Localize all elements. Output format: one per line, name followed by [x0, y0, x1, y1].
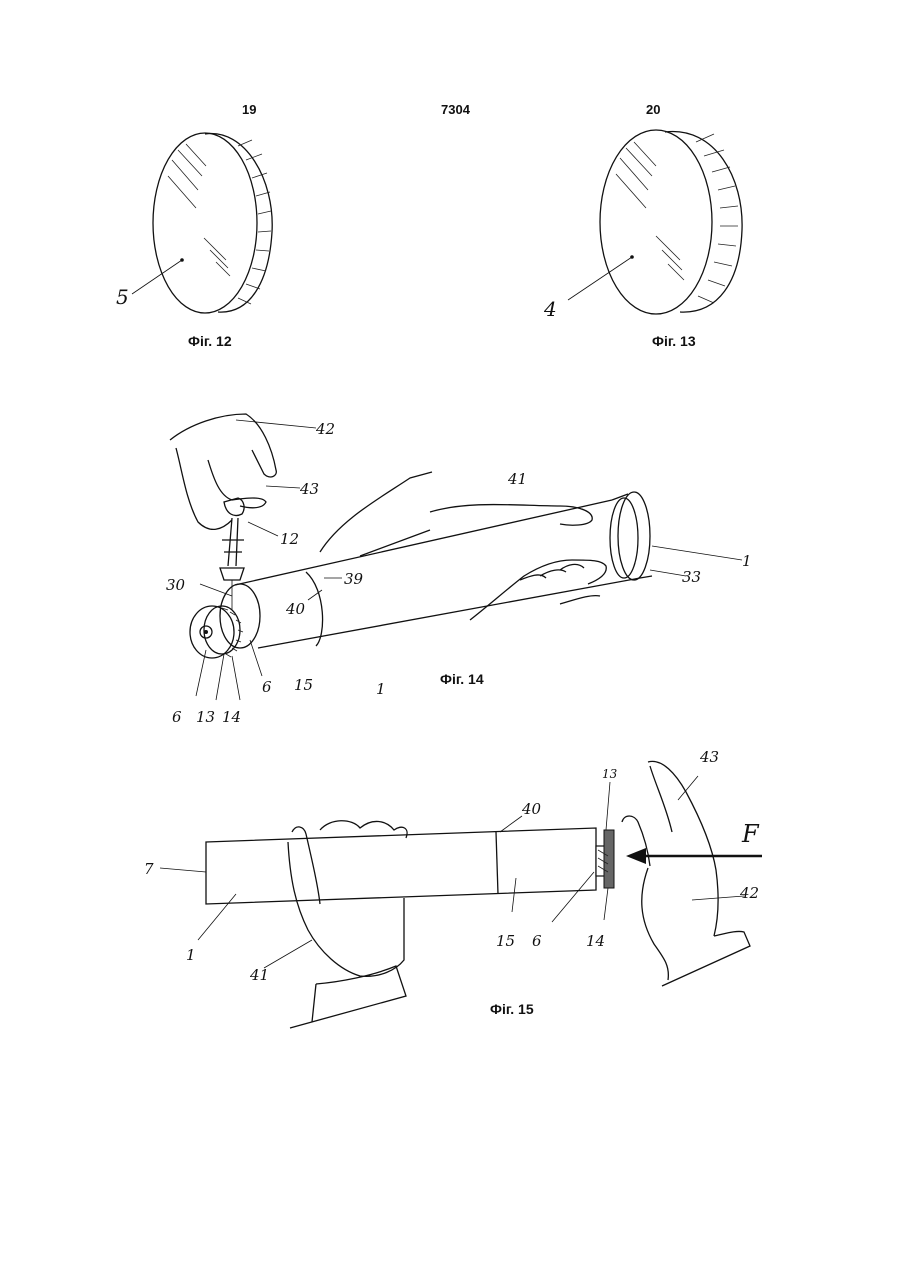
label-1-bottom: 1 — [376, 680, 386, 698]
label-39: 39 — [344, 570, 364, 588]
disc-drawing-4 — [568, 130, 742, 314]
label-F: F — [741, 820, 760, 848]
figure-12: 5 Фіг. 12 — [116, 133, 272, 349]
page-number-left: 19 — [242, 102, 256, 117]
label-42-lower: 42 — [739, 884, 759, 902]
label-43-lower: 43 — [699, 748, 719, 766]
disc-drawing-5 — [132, 133, 272, 313]
label-6-lower: 6 — [532, 932, 542, 950]
figure-12-caption: Фіг. 12 — [188, 333, 232, 349]
figure-14: 42 43 41 12 1 33 30 39 40 15 1 6 13 14 6… — [166, 414, 752, 726]
figure-13: 4 Фіг. 13 — [543, 130, 742, 349]
label-14-lower: 14 — [586, 932, 605, 950]
label-41-lower: 41 — [249, 966, 269, 984]
label-14: 14 — [222, 708, 241, 726]
figure-15-caption: Фіг. 15 — [490, 1001, 534, 1017]
label-15-lower: 15 — [496, 932, 515, 950]
tube-side-drawing — [206, 828, 614, 904]
tube-body-drawing — [190, 492, 652, 658]
document-number: 7304 — [441, 102, 471, 117]
label-13: 13 — [196, 708, 215, 726]
label-40-lower: 40 — [521, 800, 542, 818]
figure-13-caption: Фіг. 13 — [652, 333, 696, 349]
label-12: 12 — [280, 530, 299, 548]
hand-41-lower-drawing — [288, 821, 407, 1028]
label-4: 4 — [543, 297, 557, 321]
label-15: 15 — [294, 676, 313, 694]
figure-14-caption: Фіг. 14 — [440, 671, 484, 687]
label-43: 43 — [299, 480, 319, 498]
label-7: 7 — [144, 860, 154, 878]
label-1: 1 — [186, 946, 196, 964]
label-40: 40 — [285, 600, 306, 618]
figure-15: 7 1 41 40 15 6 13 14 43 42 F Фіг. 15 — [144, 748, 762, 1028]
label-42: 42 — [315, 420, 335, 438]
label-6-left: 6 — [172, 708, 182, 726]
hand-41-drawing — [320, 472, 606, 620]
label-13-lower: 13 — [602, 767, 618, 781]
label-30: 30 — [166, 576, 186, 594]
label-41: 41 — [507, 470, 527, 488]
label-5: 5 — [116, 285, 129, 309]
label-33: 33 — [682, 568, 701, 586]
page-number-right: 20 — [646, 102, 660, 117]
force-arrow — [626, 848, 762, 864]
hand-42-drawing — [170, 414, 276, 610]
hand-42-43-drawing — [622, 761, 750, 986]
label-1-top: 1 — [742, 552, 752, 570]
label-6-right: 6 — [262, 678, 272, 696]
